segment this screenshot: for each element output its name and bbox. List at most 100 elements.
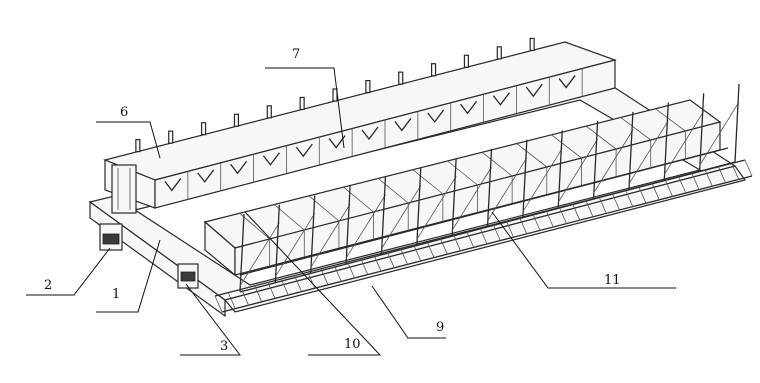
rear-post	[496, 46, 502, 60]
truss-diagonal	[416, 176, 457, 240]
truss-upright	[698, 93, 705, 172]
rear-post	[299, 96, 305, 111]
rear-rib	[427, 109, 445, 123]
rail-tie	[532, 214, 541, 231]
rail-tie	[744, 159, 753, 177]
front-seam	[447, 160, 478, 186]
rear-rib	[164, 178, 182, 192]
rail-tie	[214, 295, 223, 313]
rail-tie	[280, 278, 289, 296]
rear-rib	[361, 126, 379, 141]
rear-rib	[197, 169, 215, 183]
truss-upright	[522, 139, 528, 218]
truss-upright	[416, 167, 422, 246]
rail-tie	[612, 193, 620, 211]
truss-diagonal	[381, 185, 422, 250]
front-seam	[620, 117, 651, 141]
rail-tie	[572, 204, 581, 221]
rail-tie	[347, 261, 355, 279]
rail-tie	[466, 231, 475, 248]
rear-post	[233, 113, 240, 127]
end-column	[111, 164, 137, 214]
front-mould-row	[203, 99, 722, 277]
callout-leaders	[26, 67, 676, 356]
rear-rib	[262, 152, 280, 166]
rail-tie	[386, 251, 395, 268]
rear-post	[430, 63, 437, 77]
rear-post	[463, 54, 470, 68]
rail-tie	[559, 207, 567, 224]
truss-upright	[451, 158, 457, 237]
truss-diagonal	[451, 166, 492, 231]
truss-diagonal	[275, 213, 316, 277]
support-wheel-front	[177, 263, 199, 289]
truss-upright	[592, 121, 599, 200]
truss-upright	[557, 130, 563, 209]
rail-tie	[254, 285, 263, 302]
rail-tie	[545, 210, 554, 228]
rail-tie	[678, 176, 687, 194]
rail-tie	[731, 163, 740, 180]
front-seam	[377, 178, 409, 204]
callout-1: 1	[112, 287, 120, 302]
rail-tie	[651, 183, 660, 200]
truss-upright	[345, 186, 351, 265]
truss-diagonal	[557, 138, 598, 203]
truss-upright	[486, 148, 493, 228]
rail-tie	[625, 190, 634, 207]
rail-tie	[267, 282, 276, 299]
rear-rib	[394, 118, 412, 132]
truss-upright	[663, 102, 669, 181]
side-truss	[239, 83, 740, 293]
front-seam	[343, 186, 374, 213]
truss-upright	[380, 176, 387, 255]
rail-tie	[492, 224, 501, 241]
rear-rib	[295, 143, 313, 158]
rear-post	[168, 130, 174, 144]
truss-upright	[239, 213, 245, 293]
truss-diagonal	[699, 101, 740, 166]
rail-tie	[665, 180, 673, 197]
rear-rib	[230, 160, 248, 175]
rail-tie	[294, 275, 302, 292]
truss-diagonal	[239, 222, 280, 287]
rail-tie	[439, 238, 448, 255]
rear-post	[398, 71, 404, 85]
front-seam	[481, 151, 513, 177]
rail-tie	[453, 234, 461, 251]
rail-tie	[506, 221, 514, 238]
rail-tie	[320, 268, 329, 285]
front-seam	[585, 125, 617, 150]
rear-post	[200, 122, 207, 136]
support-wheel-left	[99, 223, 123, 251]
front-seam	[516, 143, 548, 168]
rail-tie	[400, 248, 408, 265]
rail-tie	[241, 289, 249, 306]
rear-rib	[492, 92, 510, 106]
callout-3: 3	[220, 339, 228, 354]
truss-diagonal	[628, 120, 669, 185]
rail-tie	[373, 255, 382, 272]
rail-tie	[360, 258, 369, 275]
callout-11: 11	[604, 273, 621, 288]
truss-diagonal	[663, 111, 704, 175]
truss-diagonal	[310, 203, 351, 268]
front-seam	[551, 134, 582, 159]
front-seam	[412, 169, 444, 195]
rail-tie	[585, 200, 594, 217]
callout-10: 10	[344, 337, 361, 352]
rail-tie	[426, 241, 435, 258]
rear-rib	[525, 83, 543, 98]
truss-upright	[310, 195, 316, 274]
rail-tie	[413, 244, 422, 262]
rail-tie	[718, 166, 726, 183]
rail-tie	[333, 265, 342, 282]
rail-tie	[691, 173, 700, 190]
rail-tie	[307, 272, 316, 289]
rear-rib	[460, 100, 478, 115]
truss-upright	[628, 111, 634, 190]
rear-post	[135, 138, 141, 153]
rail-tie	[479, 227, 488, 245]
rear-rib	[558, 75, 576, 89]
